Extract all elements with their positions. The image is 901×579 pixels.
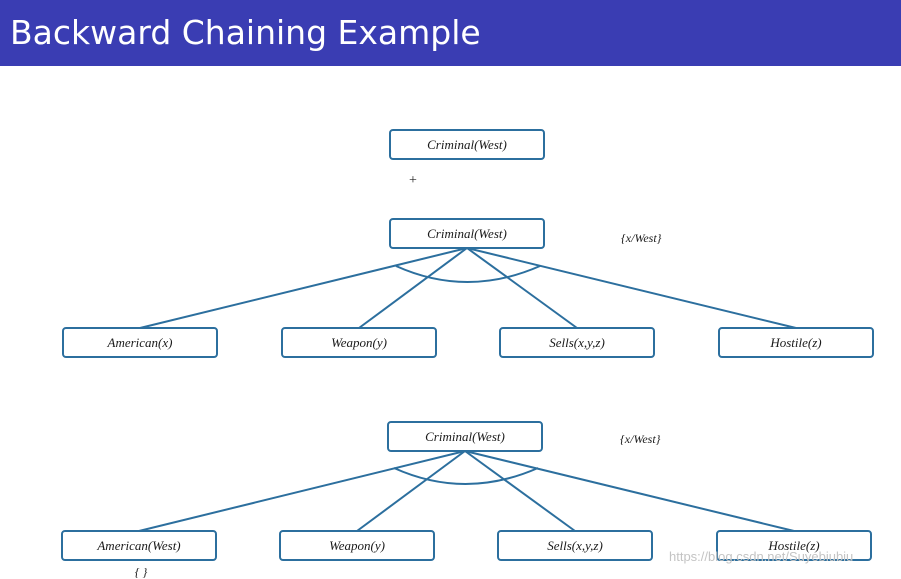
root-node-l3-label: Criminal(West) xyxy=(425,429,505,444)
substitution-l2: {x/West} xyxy=(621,231,662,245)
root-node-l2-box xyxy=(389,218,545,249)
conjunction-arc-l3 xyxy=(393,467,539,485)
child-l3-sells-box xyxy=(497,530,653,561)
conjunction-arc-l2 xyxy=(395,265,541,283)
child-l3-hostile-label: Hostile(z) xyxy=(767,538,819,553)
edge-l2-hostile xyxy=(466,247,797,329)
tree-level-3: Criminal(West) {x/West} American(West) W… xyxy=(61,421,872,579)
child-l2-weapon-box xyxy=(281,327,437,358)
edge-l2-weapon xyxy=(358,247,468,329)
child-l3-hostile-box xyxy=(716,530,872,561)
slide-title: Backward Chaining Example xyxy=(10,13,481,52)
child-l2-american-box xyxy=(62,327,218,358)
plus-mark: + xyxy=(409,173,417,188)
title-bar: Backward Chaining Example xyxy=(0,0,901,66)
child-l2-american-label: American(x) xyxy=(107,335,173,350)
root-node-l3-box xyxy=(387,421,543,452)
child-l3-sells-label: Sells(x,y,z) xyxy=(547,538,603,553)
goal-node-box xyxy=(389,129,545,160)
edge-l2-american xyxy=(139,247,468,329)
child-l2-hostile-box xyxy=(718,327,874,358)
tree-level-2: Criminal(West) {x/West} American(x) Weap… xyxy=(62,218,874,358)
root-node-l2-label: Criminal(West) xyxy=(427,226,507,241)
empty-substitution-note: { } xyxy=(135,565,148,579)
child-l2-sells-box xyxy=(499,327,655,358)
child-l3-weapon-label: Weapon(y) xyxy=(329,538,385,553)
edge-l3-weapon xyxy=(356,450,466,532)
child-l2-hostile-label: Hostile(z) xyxy=(769,335,821,350)
edge-l3-american xyxy=(138,450,466,532)
child-l3-weapon-box xyxy=(279,530,435,561)
child-l2-weapon-label: Weapon(y) xyxy=(331,335,387,350)
edge-l3-sells xyxy=(464,450,576,532)
child-l3-american-label: American(West) xyxy=(96,538,180,553)
child-l3-american-box xyxy=(61,530,217,561)
edge-l2-sells xyxy=(466,247,578,329)
watermark-url: https://blog.csdn.net/Suyebiubiu xyxy=(669,549,854,564)
edge-l3-hostile xyxy=(464,450,795,532)
substitution-l3: {x/West} xyxy=(620,432,661,446)
child-l2-sells-label: Sells(x,y,z) xyxy=(549,335,605,350)
goal-node-label: Criminal(West) xyxy=(427,137,507,152)
